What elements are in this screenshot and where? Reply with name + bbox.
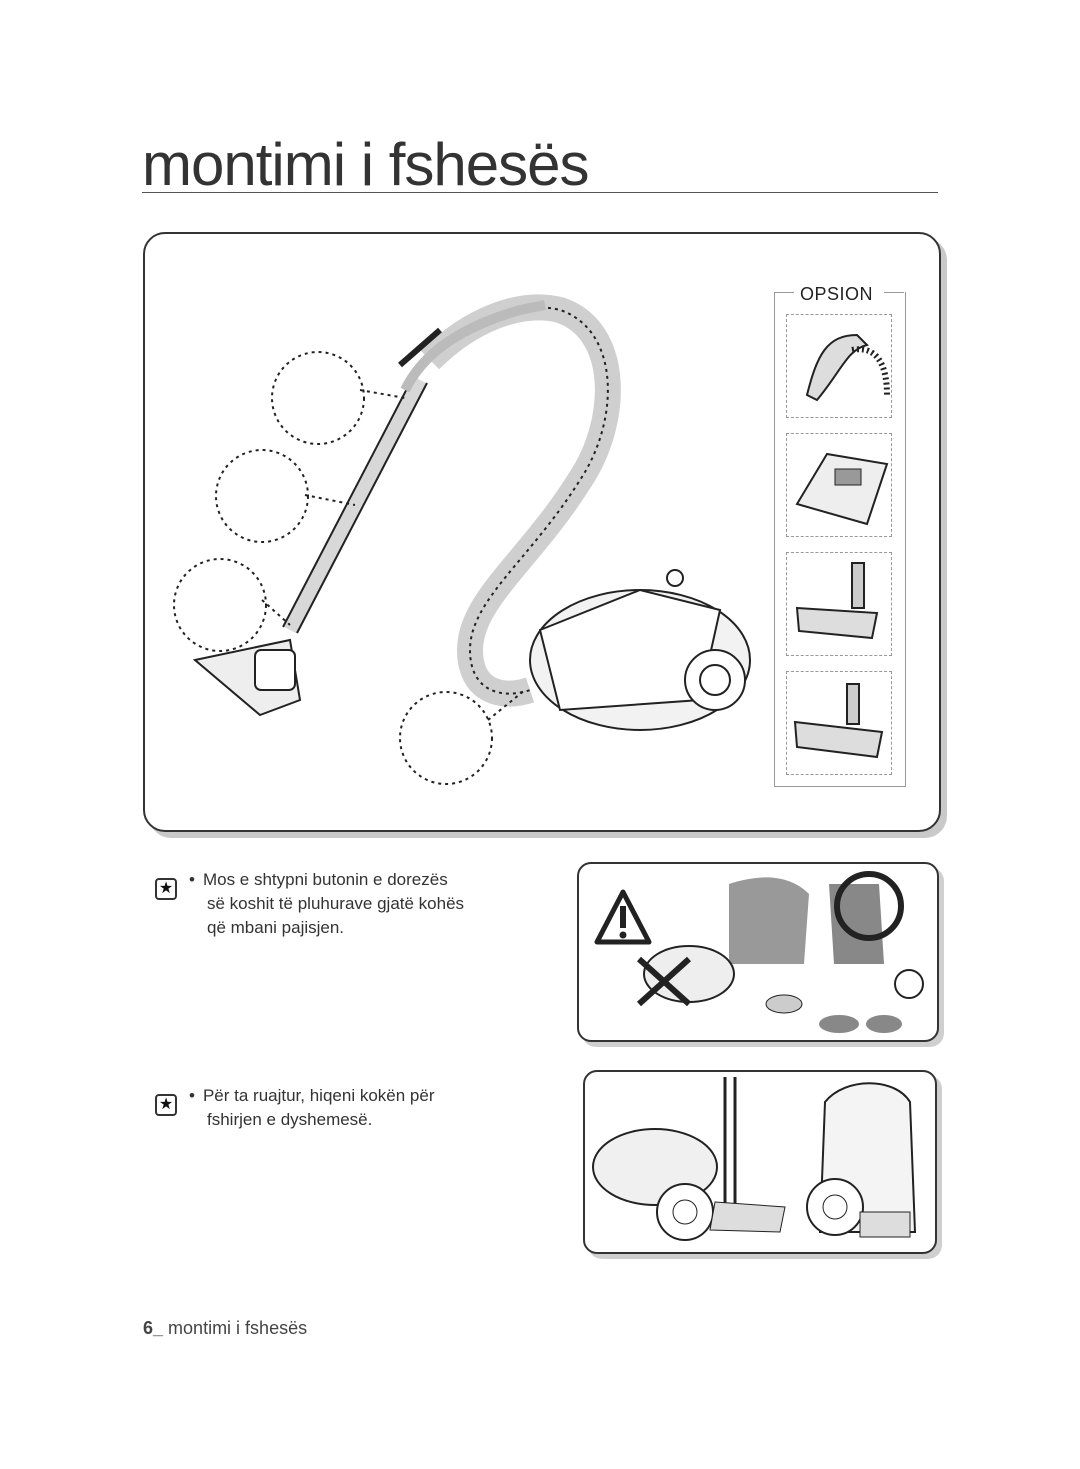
option-frame-edge: [884, 292, 904, 293]
carry-warning-illustration: [577, 862, 939, 1042]
note-text: •Për ta ruajtur, hiqeni kokën për fshirj…: [189, 1084, 499, 1132]
warning-triangle-icon: [594, 889, 652, 945]
footer-section-title: montimi i fshesës: [168, 1318, 308, 1338]
option-accessories-frame: [774, 292, 906, 787]
page-title: montimi i fshesës: [142, 131, 589, 198]
star-icon: ★: [155, 878, 177, 900]
storage-illustration: [583, 1070, 937, 1254]
note-text: •Mos e shtypni butonin e dorezës së kosh…: [189, 868, 499, 940]
title-underline: [142, 192, 938, 193]
note-line: Mos e shtypni butonin e dorezës: [202, 870, 448, 889]
parquet-brush-icon: [786, 671, 892, 775]
note-line: së koshit të pluhurave gjatë kohës: [207, 894, 465, 913]
note-carry-warning: ★ •Mos e shtypni butonin e dorezës së ko…: [155, 868, 499, 940]
floor-brush-icon: [786, 552, 892, 656]
note-line: që mbani pajisjen.: [207, 918, 345, 937]
page-footer: 6_ montimi i fshesës: [143, 1318, 307, 1339]
note-line: Për ta ruajtur, hiqeni kokën për: [202, 1086, 435, 1105]
note-storage: ★ •Për ta ruajtur, hiqeni kokën për fshi…: [155, 1084, 499, 1132]
option-label: OPSION: [800, 284, 874, 304]
option-frame-edge: [774, 292, 794, 293]
star-icon: ★: [155, 1094, 177, 1116]
dust-bag-icon: [786, 433, 892, 537]
handle-icon: [786, 314, 892, 418]
note-line: fshirjen e dyshemesë.: [207, 1110, 373, 1129]
page-number: 6_: [143, 1318, 164, 1338]
